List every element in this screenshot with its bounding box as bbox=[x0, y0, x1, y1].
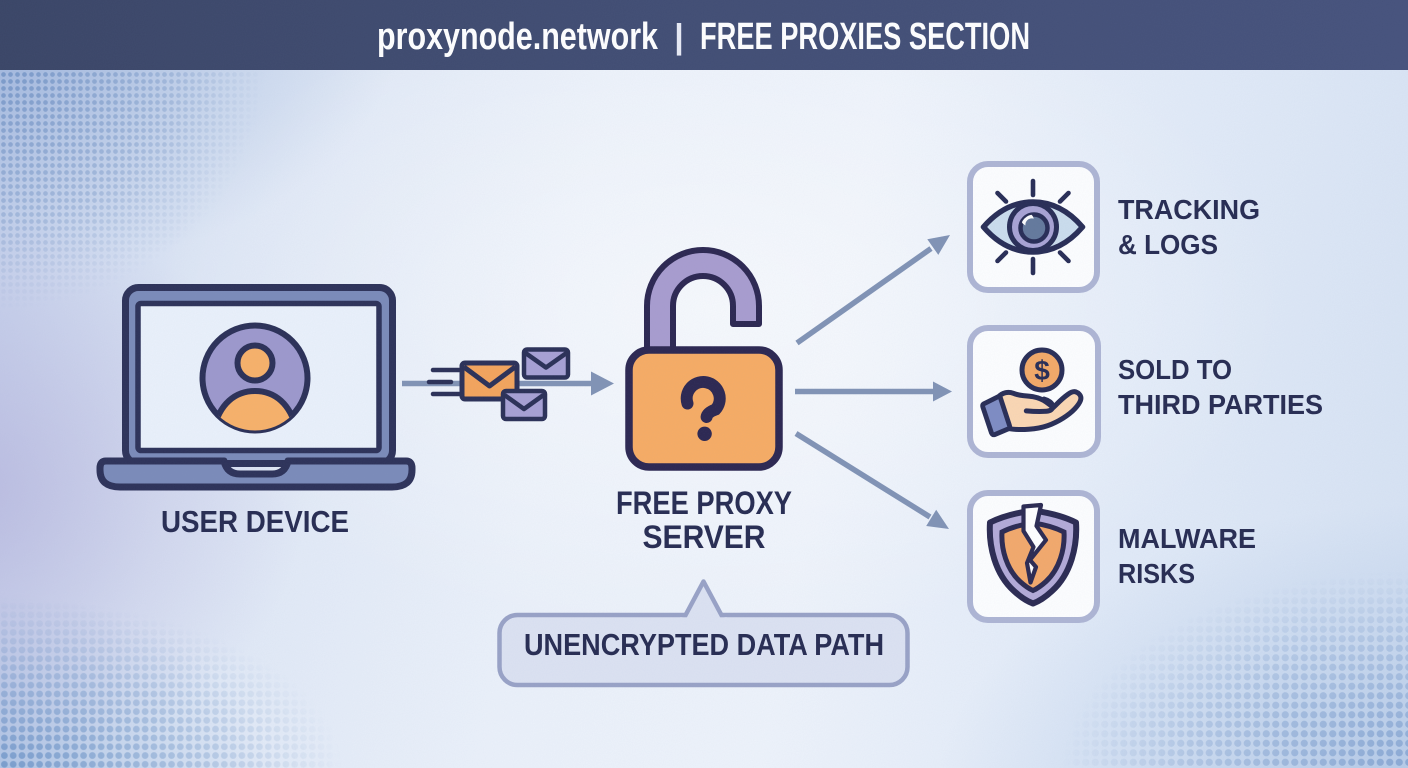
infographic-page: proxynode.network | FREE PROXIES SECTION bbox=[0, 0, 1408, 768]
diagram-artwork: proxynode.network | FREE PROXIES SECTION bbox=[0, 0, 1408, 768]
grain-overlay bbox=[0, 0, 1408, 768]
